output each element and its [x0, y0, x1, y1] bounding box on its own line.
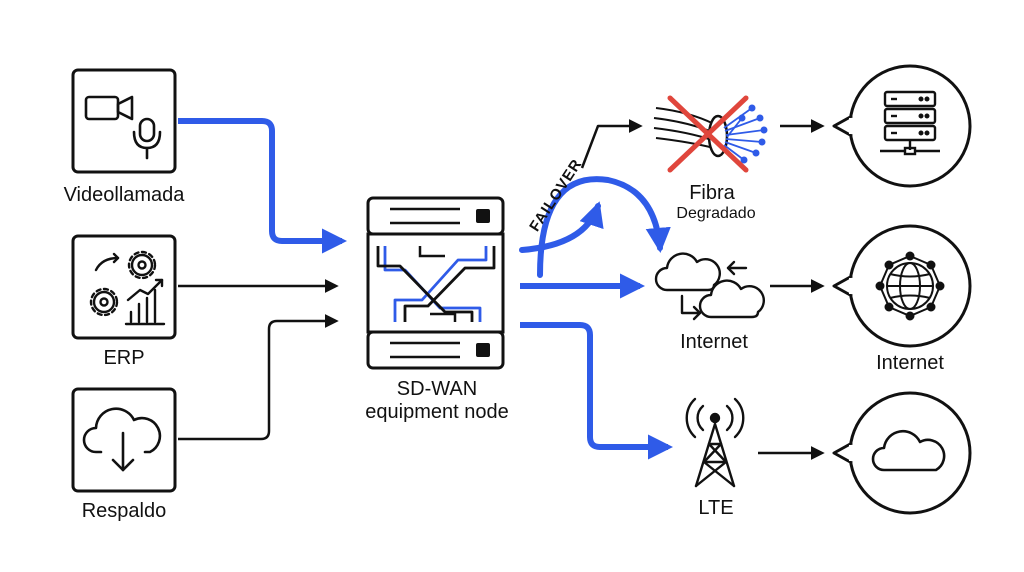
server-bubble: [832, 64, 972, 188]
cloud-exchange-icon: [654, 252, 765, 321]
respaldo-label: Respaldo: [81, 500, 167, 522]
broken-fiber-icon: [653, 95, 768, 173]
cell-tower-icon: [685, 397, 745, 488]
failure-cross-icon: [667, 95, 749, 173]
internet-link-label: Internet: [680, 331, 748, 353]
internet-destination-label: Internet: [876, 352, 944, 374]
fibra-status-label: Degradado: [676, 205, 756, 222]
cloud-bubble: [832, 391, 972, 515]
failover-arrow-to-fibra: [519, 201, 604, 253]
erp-label: ERP: [103, 347, 145, 369]
fibra-label: Fibra: [689, 182, 735, 204]
videollamada-box: [71, 68, 177, 174]
sd-wan-node-label: SD-WAN equipment node: [365, 378, 508, 424]
server-icon: [880, 90, 940, 156]
failover-arrow-to-internet: [537, 176, 671, 278]
globe-network-icon: [875, 251, 945, 321]
videollamada-label: Videollamada: [63, 184, 185, 206]
cloud-backup-icon: [82, 407, 162, 472]
internet-bubble: [832, 224, 972, 348]
sd-wan-router-icon: [366, 196, 505, 370]
sd-wan-node-subtitle: equipment node: [365, 401, 509, 423]
erp-gears-chart-icon: [89, 250, 166, 326]
video-call-icon: [84, 95, 162, 160]
node-to-fibra-arrow: [580, 119, 643, 169]
node-to-lte-arrow: [520, 322, 674, 460]
lte-label: LTE: [698, 497, 734, 519]
respaldo-flow-arrow: [178, 314, 339, 441]
erp-box: [71, 234, 177, 340]
cloud-icon: [871, 429, 946, 472]
sd-wan-node-title: SD-WAN: [396, 378, 478, 400]
respaldo-box: [71, 387, 177, 493]
videollamada-flow-arrow: [178, 118, 348, 254]
